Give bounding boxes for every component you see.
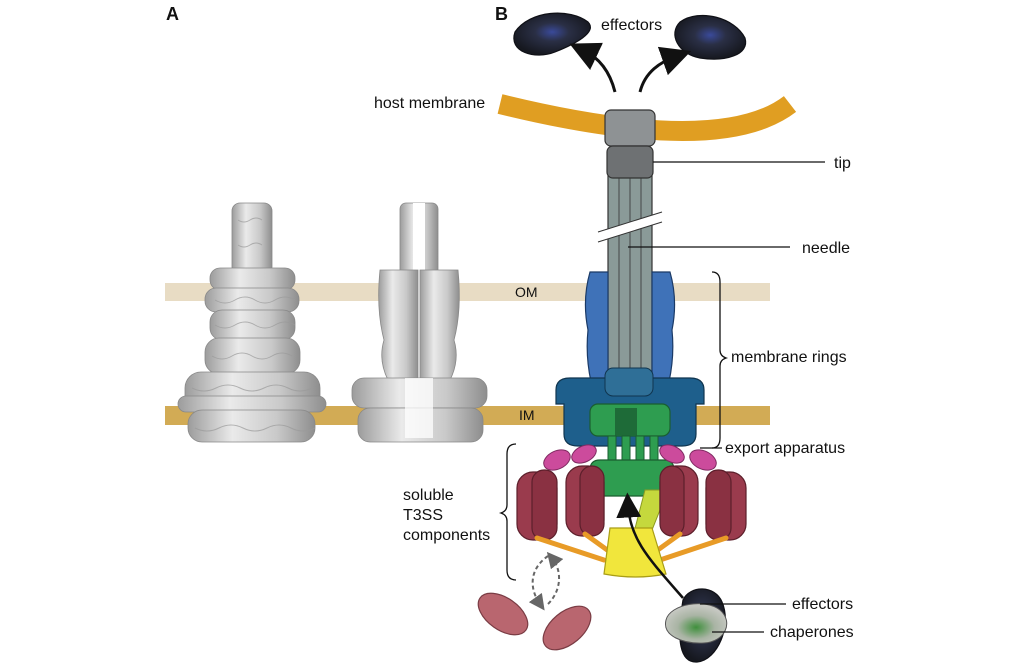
secretin-ring-right (651, 271, 676, 391)
effectors-bottom-label: effectors (792, 596, 853, 613)
membrane-rings-label: membrane rings (731, 349, 847, 366)
outer-membrane-label: OM (515, 284, 538, 300)
soluble-components-bracket (498, 443, 517, 581)
chaperone-icon (665, 603, 728, 644)
secretion-arrow-left (569, 42, 617, 93)
tip-upper (604, 109, 656, 147)
cryo-em-surface-model (177, 202, 327, 443)
host-membrane-label: host membrane (374, 95, 485, 112)
effector-left-icon (513, 12, 591, 56)
delivery-arrow (616, 492, 684, 599)
soluble-label-line-3: components (403, 527, 490, 544)
effector-right-icon (674, 14, 747, 60)
effectors-top-label: effectors (601, 17, 662, 34)
cryo-em-cross-section (351, 202, 488, 443)
leader-lines (628, 161, 825, 633)
host-membrane (497, 94, 797, 141)
secretion-arrow-right (638, 46, 692, 93)
exchange-arrow-right (546, 551, 564, 605)
inner-rod (604, 367, 654, 397)
panel-label-a: A (166, 4, 179, 24)
tip-complex (606, 145, 654, 179)
chaperones-label: chaperones (770, 624, 854, 641)
needle-filament (597, 174, 663, 401)
membrane-rings-bracket (711, 271, 729, 449)
tip-label: tip (834, 155, 851, 172)
soluble-label-line-1: soluble (403, 487, 454, 504)
inner-membrane-label: IM (519, 407, 535, 423)
exchange-arrow-left (528, 555, 549, 611)
free-component-left (477, 592, 529, 636)
export-apparatus-label: export apparatus (725, 440, 845, 457)
atpase (603, 527, 667, 578)
free-component-right (542, 605, 592, 651)
sorting-platform (516, 465, 747, 541)
panel-label-b: B (495, 4, 508, 24)
pink-linkers (543, 444, 717, 471)
secretin-ring-left (584, 271, 609, 391)
orange-spokes (534, 531, 729, 563)
needle-label: needle (802, 240, 850, 257)
soluble-label-line-2: T3SS (403, 507, 443, 524)
